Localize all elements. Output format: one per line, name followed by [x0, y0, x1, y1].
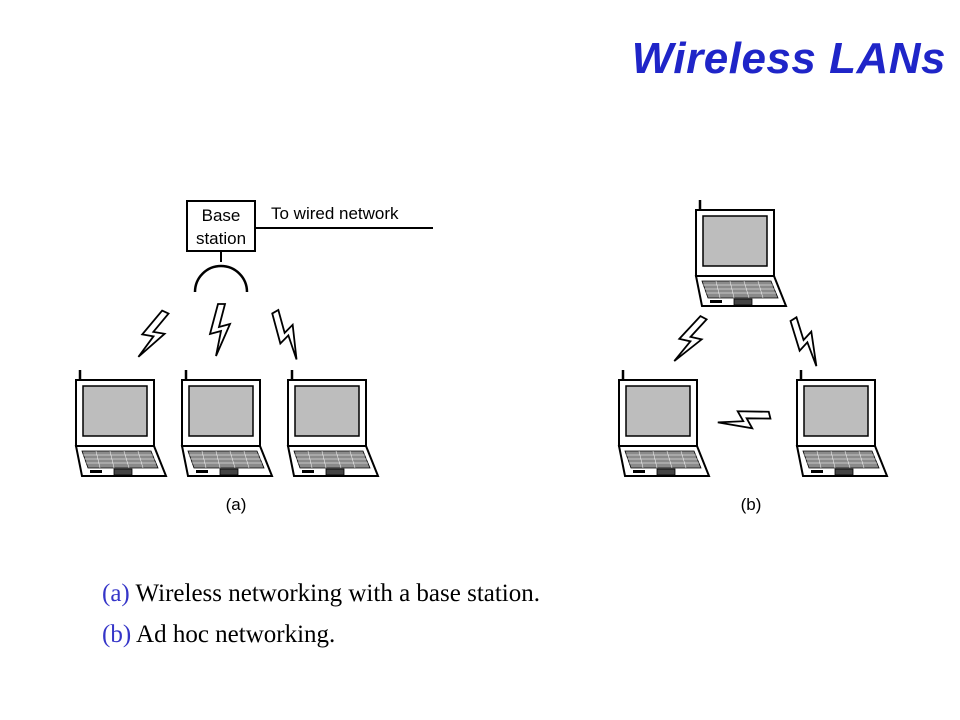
caption-a-text: Wireless networking with a base station. — [129, 580, 541, 607]
base-station-label-line1: Base — [202, 206, 241, 225]
caption-a-tag: (a) — [102, 580, 130, 607]
antenna-dish-icon — [193, 264, 249, 293]
laptop-icon — [795, 368, 889, 478]
wireless-signal-icon — [782, 313, 830, 371]
wireless-signal-icon — [264, 306, 310, 364]
caption-a: (a) Wireless networking with a base stat… — [102, 573, 540, 614]
slide-title: Wireless LANs — [631, 34, 946, 83]
caption-b-tag: (b) — [102, 621, 132, 648]
diagram-label-a: (a) — [226, 495, 247, 514]
wireless-signal-icon — [209, 303, 231, 357]
figure-captions: (a) Wireless networking with a base stat… — [102, 573, 540, 655]
wired-network-label: To wired network — [271, 204, 399, 223]
base-station-box — [186, 200, 256, 252]
laptop-icon — [286, 368, 380, 478]
base-station-label-line2: station — [196, 229, 246, 248]
diagram-label-b: (b) — [741, 495, 762, 514]
wireless-signal-icon — [715, 403, 773, 437]
laptop-icon — [694, 198, 788, 308]
wireless-signal-icon — [132, 306, 174, 364]
caption-b: (b) Ad hoc networking. — [102, 614, 540, 655]
laptop-icon — [180, 368, 274, 478]
laptop-icon — [74, 368, 168, 478]
caption-b-text: Ad hoc networking. — [131, 621, 336, 648]
laptop-icon — [617, 368, 711, 478]
wireless-signal-icon — [668, 311, 712, 369]
